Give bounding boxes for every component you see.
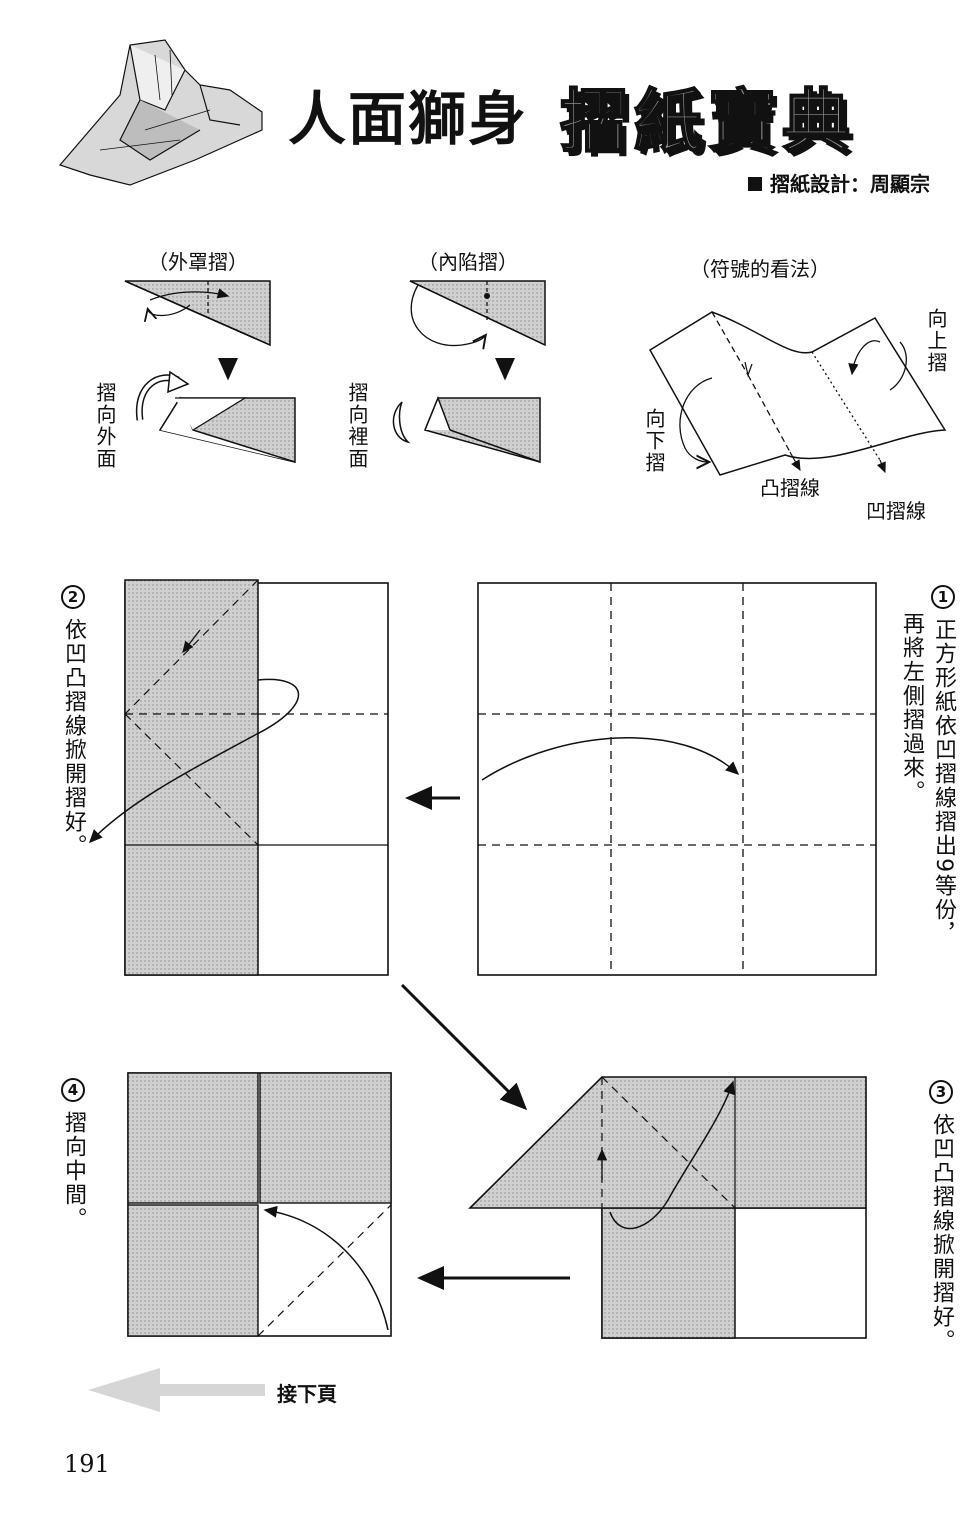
step-4-instruction: 4 摺向中間。 <box>60 1078 86 1231</box>
step-1-instruction: 1 正方形紙依凹摺線摺出9等份， <box>930 585 956 946</box>
outside-reverse-fold-diagram <box>124 280 296 463</box>
inside-reverse-fold-label: （內陷摺） <box>418 250 518 274</box>
page-number: 191 <box>64 1450 110 1478</box>
step-4-text: 摺向中間。 <box>61 1111 86 1232</box>
fold-down-label: 向下摺 <box>642 408 666 474</box>
symbol-legend-diagram <box>648 311 947 476</box>
continue-next-page-label: 接下頁 <box>277 1382 337 1406</box>
step-3-number: 3 <box>929 1080 953 1104</box>
fold-up-label: 向上摺 <box>924 308 948 374</box>
symbol-legend-label: （符號的看法） <box>690 257 830 281</box>
flow-arrow-2-to-3 <box>400 983 528 1111</box>
step-2-instruction: 2 依凹凸摺線掀開摺好。 <box>60 585 86 858</box>
step-2-diagram <box>88 579 389 976</box>
square-bullet-icon <box>748 177 762 191</box>
step-3-instruction: 3 依凹凸摺線掀開摺好。 <box>928 1080 954 1353</box>
step-1-text-b: 再將左側摺過來。 <box>899 612 924 804</box>
continue-arrow-icon <box>88 1368 265 1412</box>
outside-reverse-fold-caption: 摺向外面 <box>93 382 117 470</box>
page-title-emphasis: 摺紙寶典 <box>559 82 857 163</box>
step-2-number: 2 <box>61 585 85 609</box>
step-3-diagram <box>468 1076 867 1339</box>
step-2-text: 依凹凸摺線掀開摺好。 <box>61 618 86 859</box>
step-1-text-a: 正方形紙依凹摺線摺出9等份， <box>931 618 956 947</box>
design-credit-text: 摺紙設計：周顯宗 <box>770 172 930 196</box>
step-4-diagram <box>127 1072 392 1337</box>
outside-reverse-fold-label: （外罩摺） <box>148 250 248 274</box>
page-title: 人面獅身 <box>288 85 529 153</box>
inside-reverse-fold-diagram <box>392 280 546 463</box>
step-1-number: 1 <box>931 585 955 609</box>
step-1-diagram <box>477 582 877 976</box>
step-4-number: 4 <box>61 1078 85 1102</box>
inside-reverse-fold-caption: 摺向裡面 <box>345 382 369 470</box>
valley-fold-line-label: 凹摺線 <box>866 499 926 523</box>
sphinx-logo-icon <box>58 39 263 186</box>
step-3-text: 依凹凸摺線掀開摺好。 <box>929 1113 954 1354</box>
mountain-fold-line-label: 凸摺線 <box>760 476 820 500</box>
design-credit: 摺紙設計：周顯宗 <box>748 168 930 197</box>
